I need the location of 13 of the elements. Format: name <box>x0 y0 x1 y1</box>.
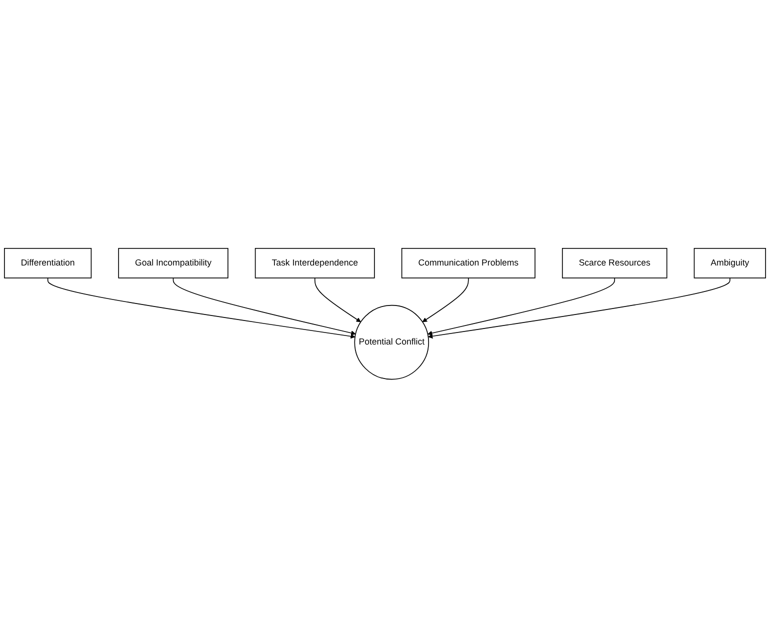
node-box: Task Interdependence <box>254 248 375 278</box>
arrow <box>47 277 356 338</box>
node-box: Scarce Resources <box>562 248 668 278</box>
node-circle: Potential Conflict <box>354 304 430 380</box>
node-box: Ambiguity <box>694 248 766 278</box>
node-box: Communication Problems <box>401 248 536 278</box>
node-box: Goal Incompatibility <box>118 248 228 278</box>
arrow <box>427 277 616 336</box>
arrow <box>314 277 361 322</box>
arrow <box>428 277 730 338</box>
arrow <box>422 277 469 322</box>
node-box: Differentiation <box>4 248 92 278</box>
arrow <box>172 277 356 335</box>
